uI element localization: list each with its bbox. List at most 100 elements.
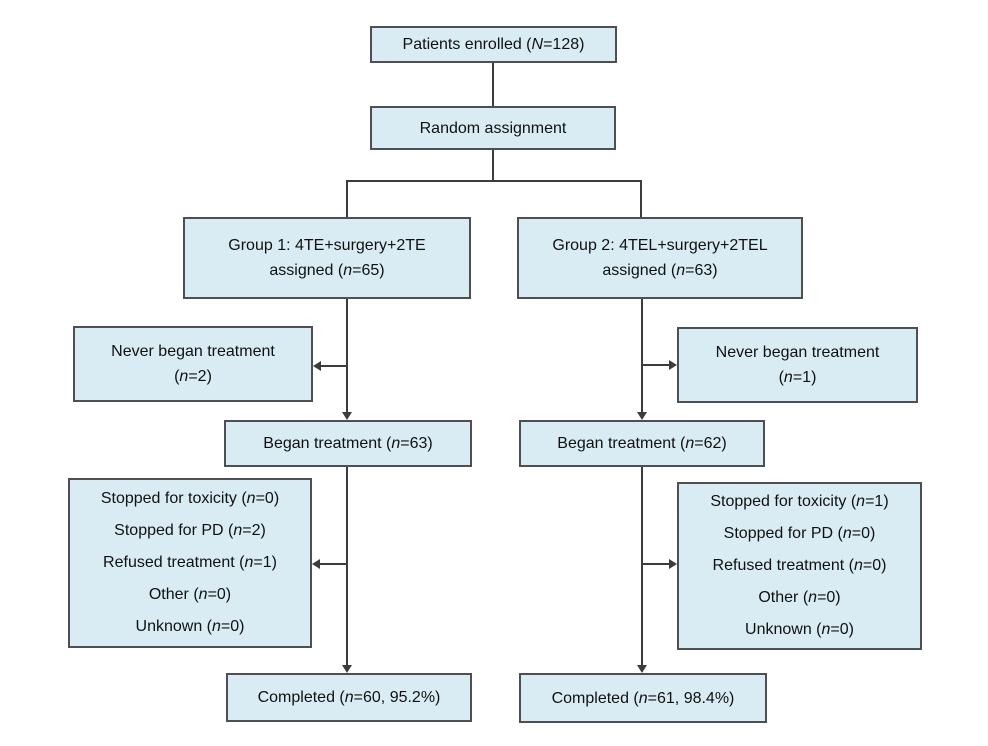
text-post: =1) <box>253 554 277 571</box>
arrowhead-down-began2-icon <box>637 412 647 420</box>
text-var: n <box>783 369 793 386</box>
box-text-line: (n=1) <box>779 365 817 390</box>
text-pre: Never began treatment <box>715 344 880 361</box>
text-pre: ( <box>174 368 180 385</box>
text-var: n <box>233 522 243 539</box>
text-var: n <box>343 262 353 279</box>
text-post: =61, 98.4%) <box>647 689 735 707</box>
text-var: n <box>198 586 208 603</box>
text-var: N <box>531 36 544 53</box>
connector-group1-to-began1 <box>346 299 348 412</box>
box-text-line: Began treatment (n=62) <box>557 431 726 456</box>
text-post: =1) <box>792 369 817 386</box>
box-text-line: Group 1: 4TE+surgery+2TE <box>228 233 425 258</box>
text-post: =63) <box>400 435 433 452</box>
box-text-line: assigned (n=65) <box>269 258 384 283</box>
text-post: =128) <box>543 36 585 53</box>
text-post: =62) <box>694 435 727 452</box>
text-pre: Stopped for toxicity ( <box>710 493 857 510</box>
connector-enrolled-to-random <box>492 63 494 106</box>
text-post: =2) <box>242 522 266 539</box>
box-text-line: Unknown (n=0) <box>745 614 854 646</box>
arrowhead-right-reasons2-icon <box>669 559 677 569</box>
connector-began2-to-completed2 <box>641 467 643 665</box>
box-text-line: assigned (n=63) <box>602 258 717 283</box>
box-text-line: Random assignment <box>420 116 567 141</box>
text-post: =60, 95.2%) <box>353 689 441 706</box>
text-var: n <box>212 618 221 635</box>
text-pre: assigned ( <box>602 262 677 279</box>
text-pre: Unknown ( <box>745 621 822 638</box>
text-post: =65) <box>352 262 385 279</box>
text-pre: Group 1: 4TE+surgery+2TE <box>228 237 426 254</box>
box-text-line: Stopped for toxicity (n=1) <box>710 486 888 518</box>
text-pre: Refused treatment ( <box>712 557 854 574</box>
text-post: =0) <box>220 618 245 635</box>
text-pre: Other ( <box>758 589 809 606</box>
box-text-line: Refused treatment (n=1) <box>103 547 277 579</box>
connector-began1-to-completed1 <box>346 467 348 665</box>
connector-random-to-split <box>492 150 494 182</box>
connector-split-horizontal <box>346 180 642 182</box>
box-text-line: Refused treatment (n=0) <box>713 550 887 582</box>
arrowhead-down-completed2-icon <box>637 665 647 673</box>
text-var: n <box>856 493 866 510</box>
text-var: n <box>685 435 695 452</box>
text-post: =0) <box>207 586 232 603</box>
box-group1-assigned: Group 1: 4TE+surgery+2TE assigned (n=65) <box>183 217 471 299</box>
arrowhead-down-completed1-icon <box>342 665 352 673</box>
text-pre: Stopped for PD ( <box>723 525 843 542</box>
box-never-began-group1: Never began treatment (n=2) <box>73 326 313 402</box>
text-var: n <box>244 554 254 571</box>
text-pre: Patients enrolled ( <box>402 36 532 53</box>
box-text-line: Unknown (n=0) <box>136 611 245 643</box>
text-pre: Never began treatment <box>111 343 275 360</box>
text-pre: Refused treatment ( <box>103 554 245 571</box>
text-var: n <box>638 689 648 707</box>
text-var: n <box>179 368 189 385</box>
text-post: =0) <box>851 525 876 542</box>
text-var: n <box>808 589 818 606</box>
text-pre: Began treatment ( <box>557 435 686 452</box>
connector-branch-reasons2 <box>641 563 670 565</box>
box-random-assignment: Random assignment <box>370 106 616 150</box>
box-never-began-group2: Never began treatment (n=1) <box>677 327 918 403</box>
text-post: =0) <box>255 490 280 507</box>
box-patients-enrolled: Patients enrolled (N=128) <box>370 26 617 63</box>
text-pre: Group 2: 4TEL+surgery+2TEL <box>552 237 768 254</box>
text-pre: Random assignment <box>419 119 567 137</box>
box-text-line: Stopped for PD (n=0) <box>724 518 876 550</box>
connector-branch-reasons1 <box>319 563 347 565</box>
arrowhead-right-never2-icon <box>669 360 677 370</box>
text-pre: ( <box>778 369 784 386</box>
connector-branch-never1 <box>319 365 347 367</box>
box-completed-group1: Completed (n=60, 95.2%) <box>226 673 472 722</box>
text-post: =0) <box>830 621 854 638</box>
connector-split-to-group2 <box>640 180 642 217</box>
text-pre: Completed ( <box>551 689 639 707</box>
box-text-line: Completed (n=61, 98.4%) <box>552 686 735 711</box>
text-post: =1) <box>865 493 889 510</box>
text-var: n <box>853 557 863 574</box>
text-pre: Stopped for PD ( <box>114 522 234 539</box>
box-text-line: Other (n=0) <box>758 582 840 614</box>
box-text-line: (n=2) <box>174 364 212 389</box>
text-post: =63) <box>685 262 718 279</box>
text-pre: Began treatment ( <box>263 435 392 452</box>
text-var: n <box>842 525 852 542</box>
text-post: =0) <box>817 589 841 606</box>
text-pre: Unknown ( <box>135 618 212 635</box>
box-text-line: Completed (n=60, 95.2%) <box>258 685 441 710</box>
box-text-line: Patients enrolled (N=128) <box>403 32 585 57</box>
box-completed-group2: Completed (n=61, 98.4%) <box>519 673 767 723</box>
text-var: n <box>391 435 401 452</box>
connector-branch-never2 <box>641 364 670 366</box>
text-var: n <box>246 490 256 507</box>
arrowhead-left-never1-icon <box>313 361 321 371</box>
box-began-treatment-group1: Began treatment (n=63) <box>224 420 472 467</box>
connector-split-to-group1 <box>346 180 348 217</box>
text-pre: Completed ( <box>257 689 345 706</box>
text-post: =2) <box>188 368 212 385</box>
connector-group2-to-began2 <box>641 299 643 412</box>
